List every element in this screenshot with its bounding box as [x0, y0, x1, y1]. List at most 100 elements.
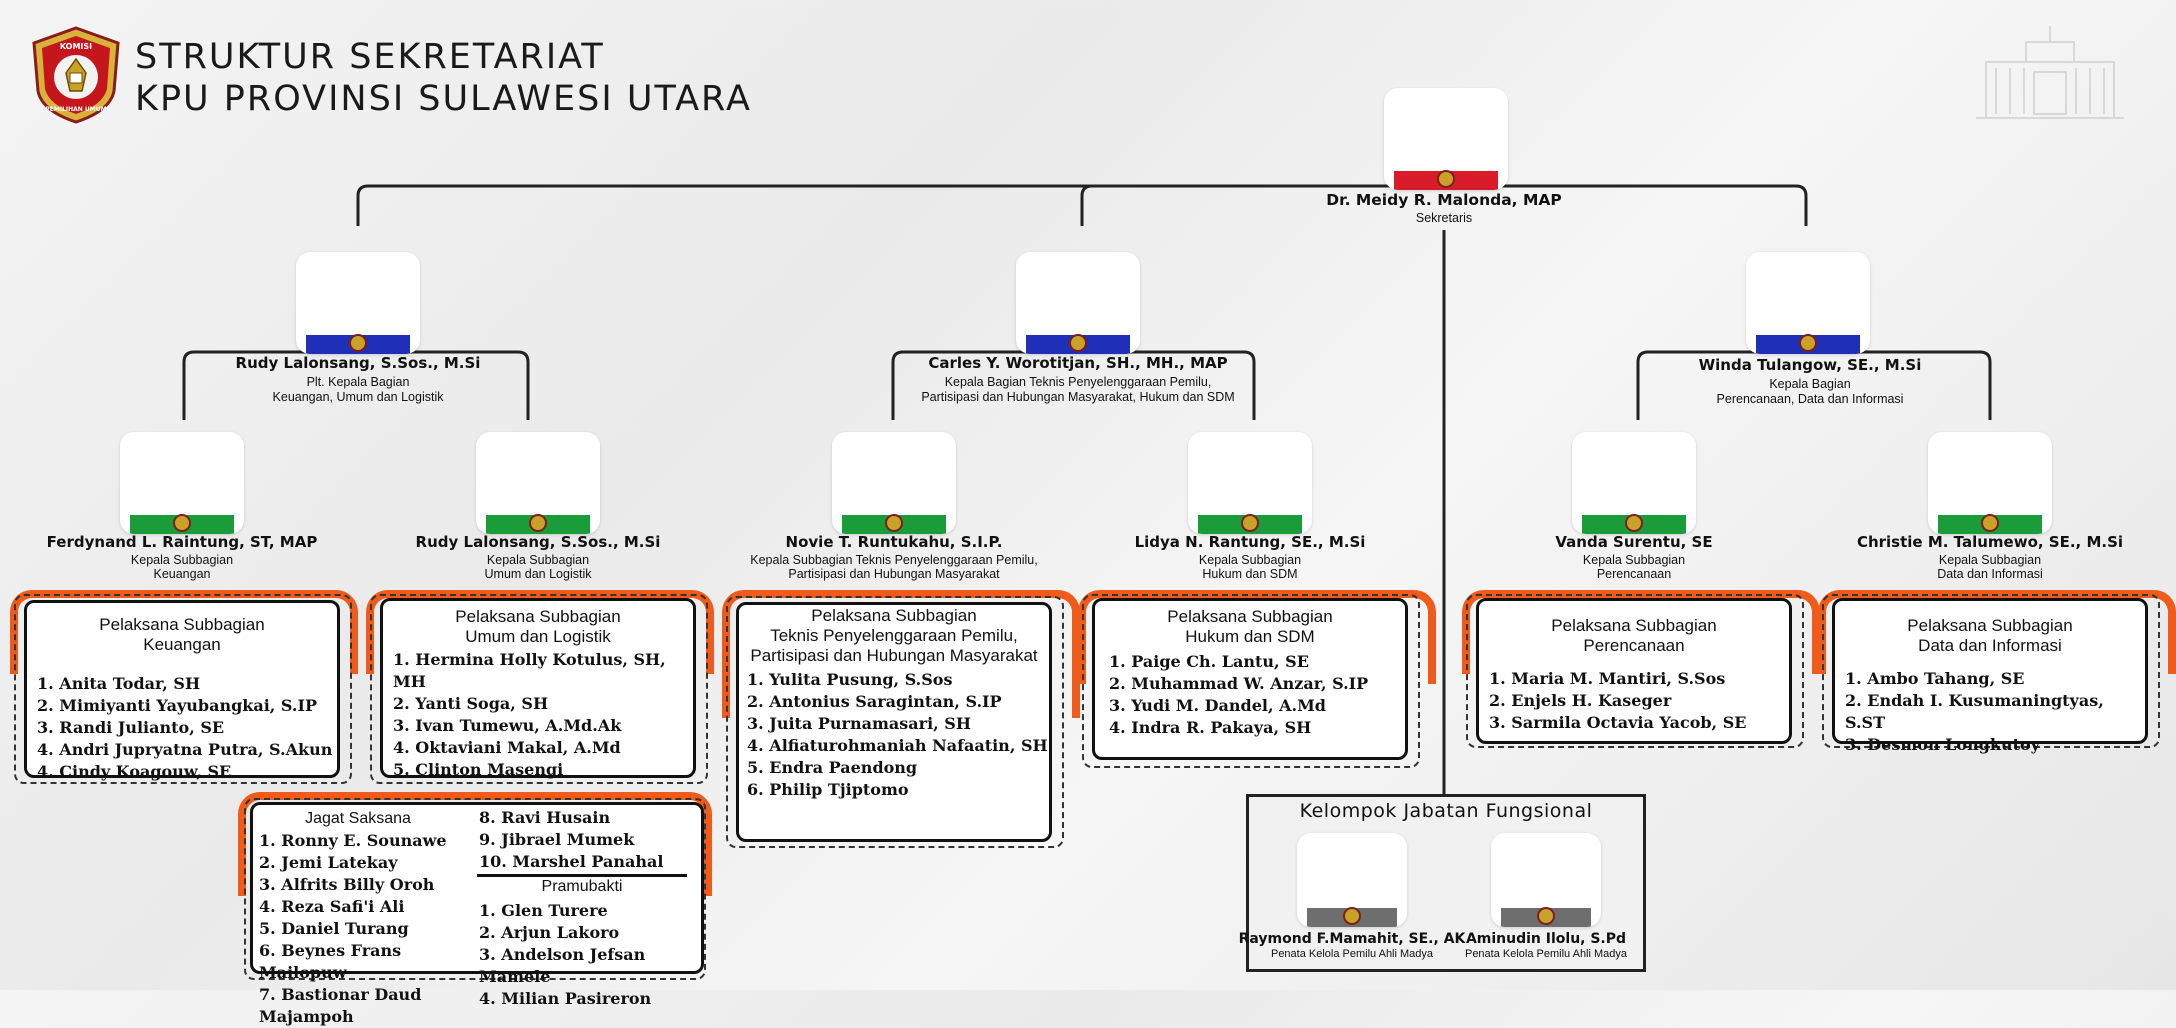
list-item: 4. Andri Jupryatna Putra, S.Akun: [37, 740, 333, 759]
head-role: Perencanaan, Data dan Informasi: [1716, 392, 1904, 406]
list-item: 4. Milian Pasireron: [479, 989, 652, 1008]
staff-title: Pelaksana Subbagian: [455, 607, 621, 626]
dashed-frame: [1822, 594, 2160, 748]
staff-title: Pelaksana Subbagian: [99, 615, 265, 634]
subhead-photo: [832, 432, 956, 534]
list-item: 4. Reza Safi'i Ali: [259, 897, 405, 916]
subhead-photo: [120, 432, 244, 534]
list-item: 2. Antonius Saragintan, S.IP: [747, 692, 1002, 711]
subhead-name: Lidya N. Rantung, SE., M.Si: [1134, 533, 1366, 551]
staff-list: 1. Ambo Tahang, SE 2. Endah I. Kusumanin…: [1845, 668, 2145, 756]
list-item: 3. Yudi M. Dandel, A.Md: [1109, 696, 1326, 715]
subhead-name: Vanda Surentu, SE: [1555, 533, 1713, 551]
kpu-building-icon: [1976, 26, 2124, 119]
logo-text-top: KOMISI: [60, 42, 92, 51]
head-photo: [1016, 252, 1140, 354]
dashed-frame: [1082, 594, 1420, 768]
staff-box-keuangan: Pelaksana Subbagian Keuangan 1. Anita To…: [24, 600, 340, 781]
list-item: 3. Juita Purnamasari, SH: [747, 714, 971, 733]
jagat-list: 1. Ronny E. Sounawe 2. Jemi Latekay 3. A…: [259, 830, 463, 1028]
pramubakti-title: Pramubakti: [541, 878, 623, 895]
subhead-role: Hukum dan SDM: [1202, 567, 1298, 581]
list-item: 2. Arjun Lakoro: [479, 923, 620, 942]
list-item: 8. Ravi Husain: [479, 808, 611, 827]
list-item: 1. Ambo Tahang, SE: [1845, 669, 2025, 688]
list-item: 1. Yulita Pusung, S.Sos: [747, 670, 953, 689]
head-role: Kepala Bagian Teknis Penyelenggaraan Pem…: [944, 375, 1212, 389]
subhead-role: Partisipasi dan Hubungan Masyarakat: [788, 567, 1000, 581]
subhead-role: Umum dan Logistik: [484, 567, 592, 581]
subhead-role: Data dan Informasi: [1937, 567, 2043, 581]
list-item: 3. Alfrits Billy Oroh: [259, 875, 435, 894]
jagat-saksana-column: Jagat Saksana 1. Ronny E. Sounawe 2. Jem…: [253, 805, 463, 1028]
list-item: 1. Anita Todar, SH: [37, 674, 201, 693]
title-line-2: KPU PROVINSI SULAWESI UTARA: [135, 79, 752, 119]
secretary-role: Sekretaris: [1415, 211, 1473, 225]
head-photo: [296, 252, 420, 354]
logo-text-bottom: PEMILIHAN UMUM: [45, 106, 106, 113]
subhead-photo: [1928, 432, 2052, 534]
staff-title: Pelaksana Subbagian: [1907, 616, 2073, 635]
staff-title: Partisipasi dan Hubungan Masyarakat: [750, 646, 1038, 665]
page-title: STRUKTUR SEKRETARIAT KPU PROVINSI SULAWE…: [135, 36, 752, 120]
subhead-name: Ferdynand L. Raintung, ST, MAP: [46, 533, 318, 551]
head-role: Partisipasi dan Hubungan Masyarakat, Huk…: [921, 390, 1235, 404]
staff-title: Data dan Informasi: [1918, 636, 2062, 655]
list-item: 5. Daniel Turang: [259, 919, 409, 938]
pramubakti-list: 1. Glen Turere 2. Arjun Lakoro 3. Andels…: [479, 900, 685, 1010]
staff-box-perencanaan: Pelaksana Subbagian Perencanaan 1. Maria…: [1476, 598, 1792, 744]
head-name: Winda Tulangow, SE., M.Si: [1698, 356, 1922, 374]
list-item: 2. Endah I. Kusumaningtyas, S.ST: [1845, 691, 2104, 732]
staff-list: 1. Yulita Pusung, S.Sos 2. Antonius Sara…: [747, 669, 1049, 801]
kpu-logo: KOMISI PEMILIHAN UMUM: [32, 26, 120, 124]
dashed-frame: [370, 594, 708, 784]
list-item: 3. Ivan Tumewu, A.Md.Ak: [393, 716, 622, 735]
kjf-member-role: Penata Kelola Pemilu Ahli Madya: [1270, 948, 1434, 960]
list-item: 9. Jibrael Mumek: [479, 830, 635, 849]
divider: [477, 874, 687, 877]
kjf-title: Kelompok Jabatan Fungsional: [1299, 800, 1593, 822]
list-item: 2. Yanti Soga, SH: [393, 694, 549, 713]
list-item: 5. Clinton Masengi: [393, 760, 564, 779]
list-item: 1. Hermina Holly Kotulus, SH, MH: [393, 650, 666, 691]
staff-box-umum: Pelaksana Subbagian Umum dan Logistik 1.…: [380, 598, 696, 781]
subhead-role: Kepala Subbagian: [486, 553, 590, 567]
list-item: 2. Muhammad W. Anzar, S.IP: [1109, 674, 1369, 693]
list-item: 7. Bastionar Daud Majampoh: [259, 985, 422, 1026]
kjf-member-name: Raymond F.Mamahit, SE., AK: [1238, 931, 1466, 947]
list-item: 5. Endra Paendong: [747, 758, 918, 777]
list-item: 1. Paige Ch. Lantu, SE: [1109, 652, 1309, 671]
list-item: 4. Cindy Koagouw, SE: [37, 762, 232, 781]
list-item: 2. Mimiyanti Yayubangkai, S.IP: [37, 696, 317, 715]
list-item: 3. Andelson Jefsan Mamele: [479, 945, 646, 986]
kjf-photo: [1491, 833, 1601, 927]
staff-list: 1. Anita Todar, SH 2. Mimiyanti Yayubang…: [37, 673, 337, 783]
dashed-frame: [14, 594, 352, 784]
dashed-frame: [244, 798, 706, 980]
subhead-role: Perencanaan: [1596, 567, 1672, 581]
kelompok-jabatan-fungsional: Kelompok Jabatan Fungsional Raymond F.Ma…: [1239, 794, 1646, 972]
staff-box-teknis: Pelaksana Subbagian Teknis Penyelenggara…: [736, 602, 1052, 842]
head-name: Rudy Lalonsang, S.Sos., M.Si: [235, 354, 481, 372]
list-item: 2. Jemi Latekay: [259, 853, 398, 872]
secretary-photo: [1384, 88, 1508, 190]
list-item: 4. Oktaviani Makal, A.Md: [393, 738, 621, 757]
head-role: Keuangan, Umum dan Logistik: [272, 390, 444, 404]
staff-list: 1. Maria M. Mantiri, S.Sos 2. Enjels H. …: [1489, 668, 1789, 734]
head-photo: [1746, 252, 1870, 354]
subhead-role: Keuangan: [153, 567, 211, 581]
title-line-1: STRUKTUR SEKRETARIAT: [135, 37, 605, 77]
staff-list: 1. Hermina Holly Kotulus, SH, MH 2. Yant…: [393, 649, 693, 781]
jagat-list-2: 8. Ravi Husain 9. Jibrael Mumek 10. Mars…: [479, 807, 685, 873]
dashed-frame: [1466, 594, 1804, 748]
subhead-role: Kepala Subbagian: [1198, 553, 1302, 567]
staff-title: Umum dan Logistik: [465, 627, 611, 646]
subhead-role: Kepala Subbagian Teknis Penyelenggaraan …: [750, 553, 1038, 567]
list-item: 6. Philip Tjiptomo: [747, 780, 909, 799]
subhead-photo: [1572, 432, 1696, 534]
jagat-continued-column: 8. Ravi Husain 9. Jibrael Mumek 10. Mars…: [477, 805, 687, 1010]
staff-title: Pelaksana Subbagian: [811, 606, 977, 625]
head-name: Carles Y. Worotitjan, SH., MH., MAP: [928, 354, 1228, 372]
list-item: 6. Beynes Frans Mailopuw: [259, 941, 402, 982]
support-staff-box: Jagat Saksana 1. Ronny E. Sounawe 2. Jem…: [250, 802, 704, 1026]
